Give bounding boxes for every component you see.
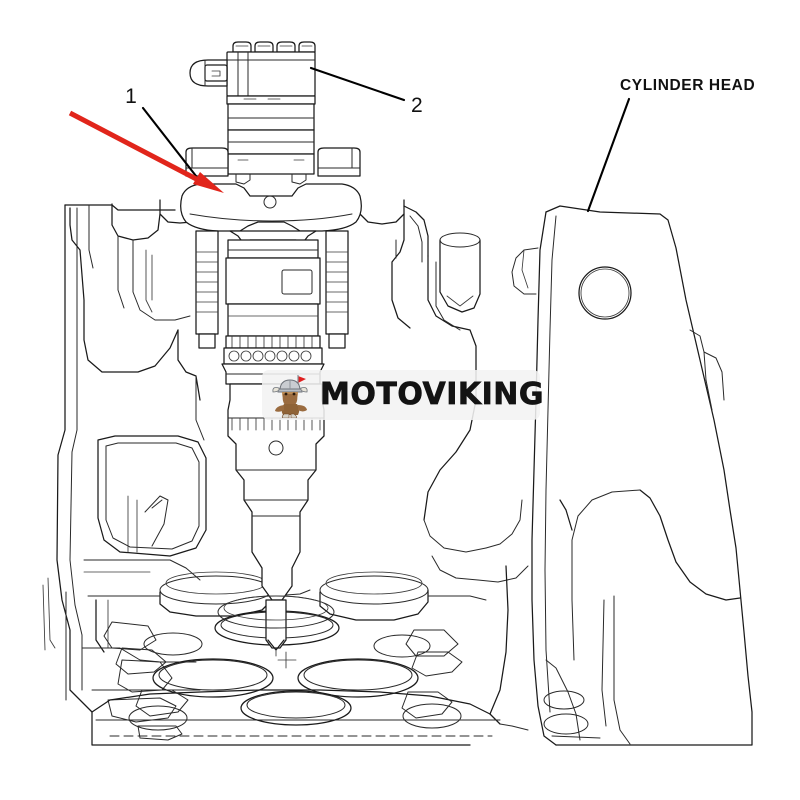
cylinder-head-annotation: CYLINDER HEAD bbox=[586, 77, 755, 213]
injector-upper-body bbox=[227, 103, 315, 185]
clamp-stud-right bbox=[325, 230, 349, 349]
cylinder-head-label: CYLINDER HEAD bbox=[620, 77, 755, 94]
callout-1-leader bbox=[141, 106, 198, 178]
fuel-injector-assembly bbox=[180, 41, 362, 657]
injector-mid-body bbox=[221, 230, 325, 385]
callout-2-group: 2 bbox=[309, 66, 423, 117]
cylinder-head-body bbox=[42, 199, 471, 746]
watermark-text: MOTOVIKING bbox=[320, 377, 545, 412]
cylinder-head-right-section bbox=[511, 205, 753, 746]
callout-1-group: 1 bbox=[125, 85, 198, 178]
callout-1-label: 1 bbox=[125, 85, 137, 108]
clamp-bolt-left bbox=[185, 147, 229, 177]
cylinder-head-leader bbox=[586, 97, 631, 213]
clamp-stud-left bbox=[195, 230, 219, 349]
callout-2-label: 2 bbox=[411, 94, 423, 117]
watermark: MOTOVIKING bbox=[262, 370, 544, 420]
injector-hold-down-clamp bbox=[180, 183, 362, 232]
red-highlight-arrow bbox=[68, 110, 224, 193]
head-bridge-right bbox=[477, 499, 529, 731]
injector-lower-barrel bbox=[227, 383, 325, 657]
injector-solenoid bbox=[189, 41, 316, 105]
callout-2-leader bbox=[309, 66, 406, 102]
viking-mascot-icon bbox=[268, 372, 314, 419]
clamp-bolt-right bbox=[317, 147, 361, 177]
